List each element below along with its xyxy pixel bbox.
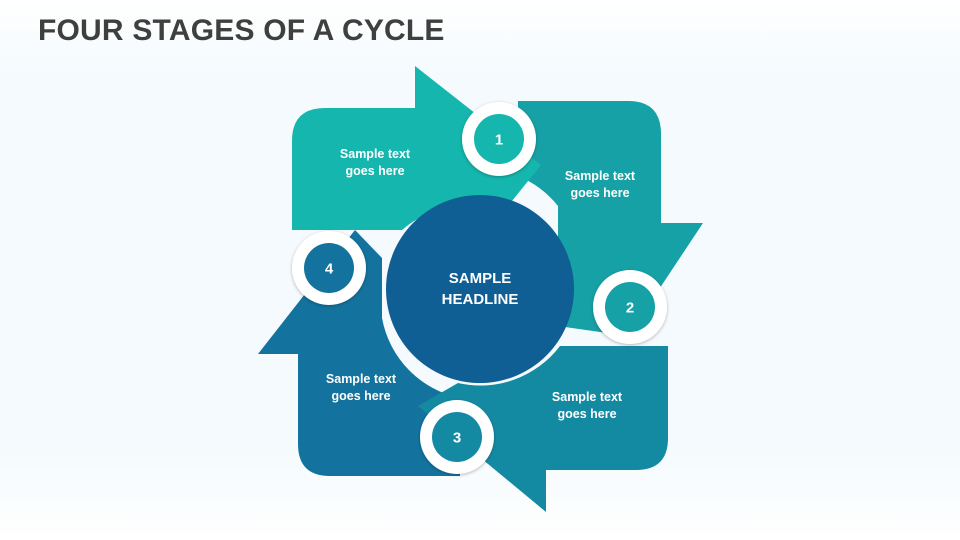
stage-4-badge-fill — [304, 243, 354, 293]
stage-1-arrow — [292, 66, 541, 230]
center-circle — [386, 195, 574, 383]
stage-2-badge-fill — [605, 282, 655, 332]
stage-2-badge: 2 — [593, 270, 667, 344]
stage-2-text-line1: Sample text — [565, 169, 636, 183]
stage-3-text-line2: goes here — [557, 407, 616, 421]
center-headline-line2: HEADLINE — [442, 291, 519, 308]
center-headline-line1: SAMPLE — [449, 270, 512, 287]
stage-3-text-line1: Sample text — [552, 390, 623, 404]
stage-3-badge-fill — [432, 412, 482, 462]
stage-1-shape — [292, 66, 541, 230]
stage-3-number: 3 — [453, 430, 461, 447]
stage-1-text-line2: goes here — [345, 164, 404, 178]
stage-3-shape — [418, 346, 668, 512]
stage-1-text-line1: Sample text — [340, 147, 411, 161]
stage-3-arrow — [418, 346, 668, 512]
stage-4-badge: 4 — [292, 231, 366, 305]
stage-4-text-line2: goes here — [331, 389, 390, 403]
stage-3-badge: 3 — [420, 400, 494, 474]
slide-title: FOUR STAGES OF A CYCLE — [38, 14, 445, 47]
stage-1-badge: 1 — [462, 102, 536, 176]
stage-2-number: 2 — [626, 300, 634, 317]
stage-1-number: 1 — [495, 132, 503, 149]
stage-4-number: 4 — [325, 261, 334, 278]
stage-4-text-line1: Sample text — [326, 372, 397, 386]
stage-2-text-line2: goes here — [570, 186, 629, 200]
stage-1-badge-fill — [474, 114, 524, 164]
